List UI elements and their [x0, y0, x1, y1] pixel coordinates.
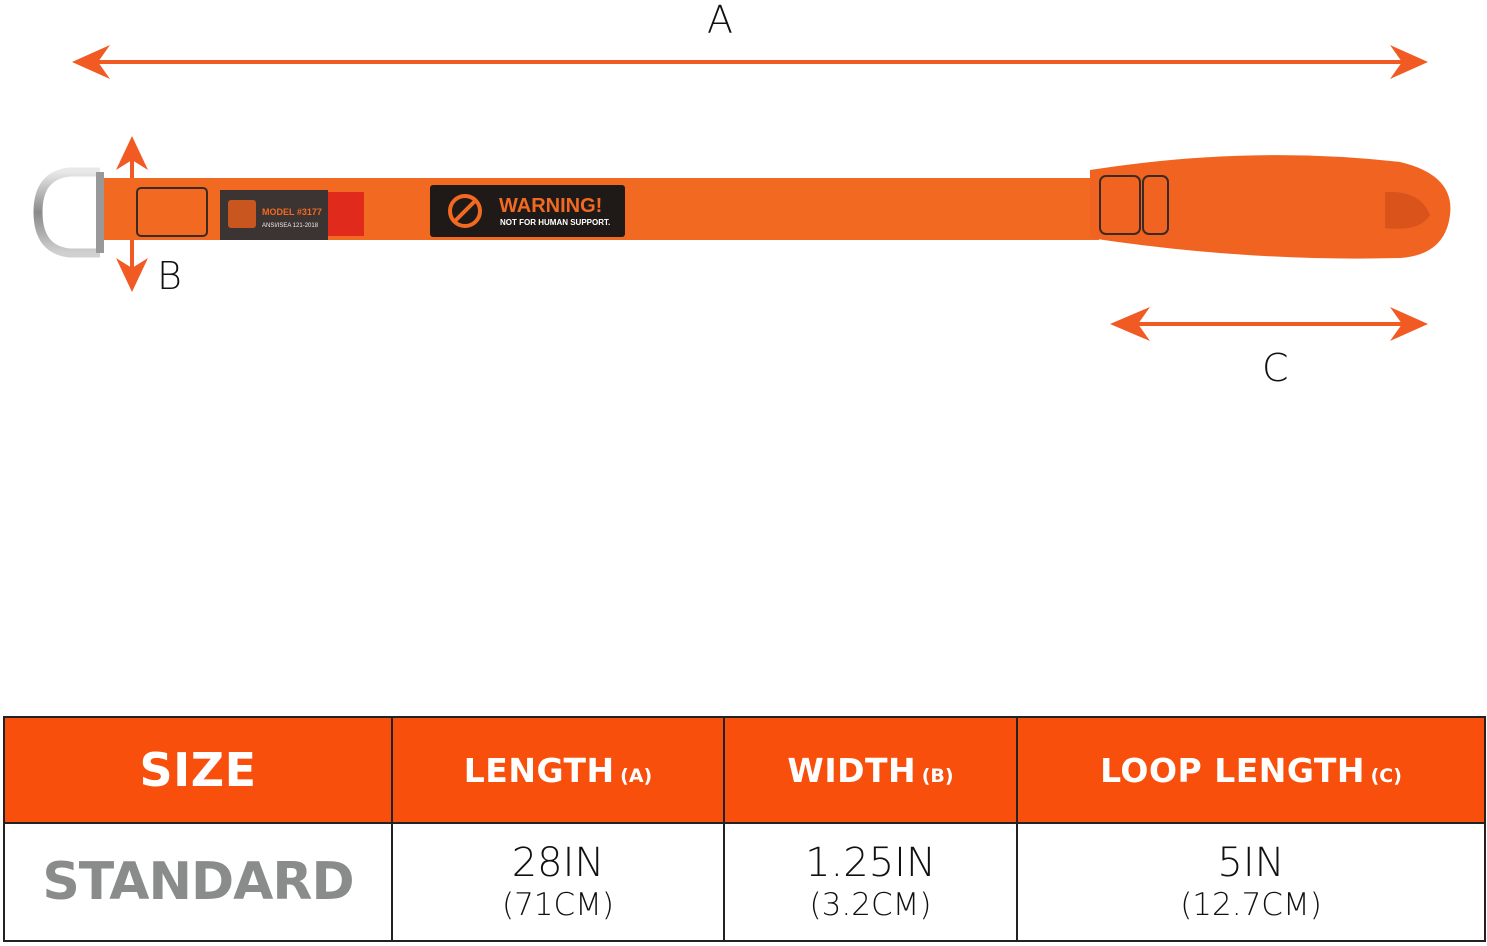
dimension-arrow-a — [72, 45, 1428, 79]
dimension-label-c: C — [1262, 346, 1289, 390]
tag-model-text: MODEL #3177 — [262, 207, 322, 217]
cell-loop-length: 5IN(12.7CM) — [1016, 822, 1486, 942]
cell-size: STANDARD — [3, 822, 393, 942]
dimension-arrow-c — [1110, 307, 1428, 341]
header-length: LENGTH (A) — [391, 716, 725, 824]
header-loop-length: LOOP LENGTH (C) — [1016, 716, 1486, 824]
cell-length: 28IN(71CM) — [391, 822, 725, 942]
header-width: WIDTH (B) — [723, 716, 1018, 824]
cell-width: 1.25IN(3.2CM) — [723, 822, 1018, 942]
warning-text: NOT FOR HUMAN SUPPORT. — [500, 218, 610, 227]
dimension-label-a: A — [707, 0, 733, 42]
warning-label: WARNING! NOT FOR HUMAN SUPPORT. — [430, 185, 625, 237]
table-row: STANDARD 28IN(71CM) 1.25IN(3.2CM) 5IN(12… — [3, 822, 1486, 942]
model-tag: MODEL #3177 ANSI/ISEA 121-2018 — [220, 190, 364, 240]
tag-standard-text: ANSI/ISEA 121-2018 — [262, 223, 319, 229]
dimension-label-b: B — [157, 254, 182, 298]
size-chart-table: SIZE LENGTH (A) WIDTH (B) LOOP LENGTH (C… — [3, 716, 1486, 942]
warning-title: WARNING! — [499, 195, 602, 217]
product-illustration: MODEL #3177 ANSI/ISEA 121-2018 WARNING! … — [33, 45, 1451, 341]
no-human-icon — [448, 194, 482, 228]
header-size: SIZE — [3, 716, 393, 824]
d-ring — [33, 167, 104, 258]
table-header-row: SIZE LENGTH (A) WIDTH (B) LOOP LENGTH (C… — [3, 716, 1486, 824]
brand-logo-icon — [228, 200, 256, 228]
